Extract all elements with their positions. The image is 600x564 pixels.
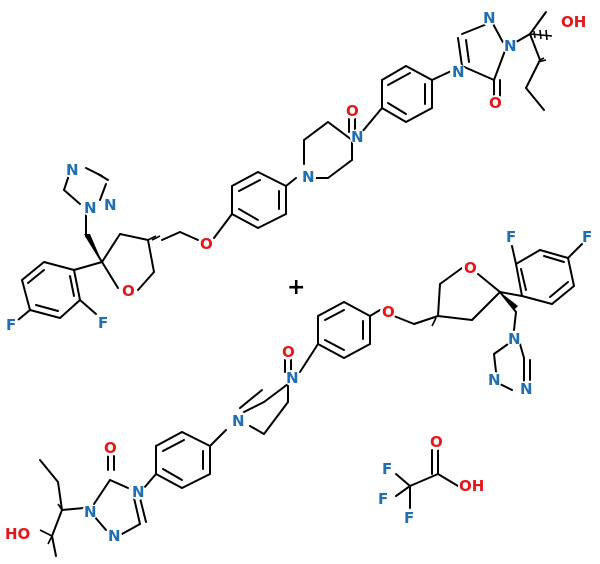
atom-n: N — [66, 161, 79, 179]
atom-f: F — [506, 228, 516, 246]
atom-o: O — [464, 259, 477, 277]
atom-o: O — [282, 343, 295, 361]
atom-oh: OH — [561, 13, 586, 31]
atom-n: N — [520, 380, 533, 398]
atom-n: N — [302, 168, 315, 186]
atom-f: F — [382, 460, 392, 478]
atom-n: N — [132, 483, 145, 501]
atom-n: N — [508, 330, 521, 348]
atom-o: O — [489, 94, 502, 112]
atom-o: O — [200, 235, 213, 253]
atom-n: N — [483, 9, 496, 27]
atom-o: O — [122, 282, 135, 300]
atom-n: N — [351, 128, 364, 146]
atom-o: O — [104, 439, 117, 457]
atom-labels: N N N O OH O N N O O N N N F F + F F — [4, 9, 596, 545]
atom-f: F — [582, 228, 592, 246]
bonds — [17, 11, 583, 557]
atom-ho: HO — [5, 525, 30, 543]
atom-n: N — [232, 412, 245, 430]
stereo-bonds — [39, 29, 553, 545]
atom-n: N — [108, 527, 121, 545]
atom-n: N — [104, 196, 117, 214]
atom-n: N — [452, 63, 465, 81]
atom-n: N — [504, 37, 517, 55]
atom-f: F — [98, 314, 108, 332]
atom-f: F — [404, 509, 414, 527]
atom-o: O — [430, 433, 443, 451]
atom-o: O — [346, 102, 359, 120]
atom-oh: OH — [459, 477, 484, 495]
atom-f: F — [378, 490, 388, 508]
atom-n: N — [84, 503, 97, 521]
atom-n: N — [286, 369, 299, 387]
atom-n: N — [84, 199, 97, 217]
plus-sign: + — [287, 275, 305, 300]
atom-f: F — [6, 316, 16, 334]
atom-o: O — [382, 303, 395, 321]
atom-n: N — [488, 371, 501, 389]
